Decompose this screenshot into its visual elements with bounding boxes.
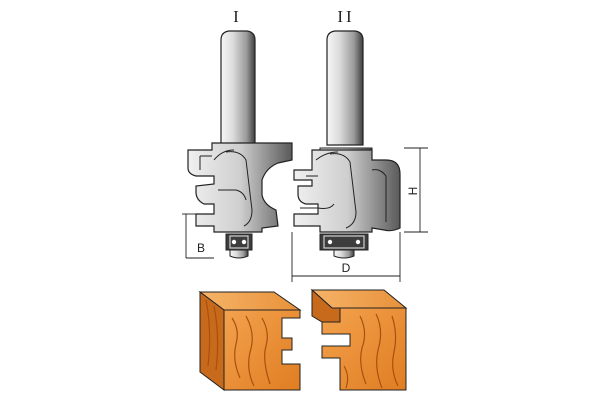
- bit-two-pilot: [333, 249, 355, 259]
- wood-one-grain: [205, 299, 271, 387]
- dimension-h: H: [404, 147, 428, 233]
- bit-one-pilot: [229, 249, 249, 259]
- bit-one-ball: [231, 239, 237, 245]
- wood-one-side-face: [199, 291, 225, 391]
- bit-two-profile-lines: [300, 151, 387, 229]
- bit-one-bearing-ring: [229, 235, 249, 249]
- bit-label-two: II: [337, 7, 354, 26]
- bit-two-bearing: [319, 233, 369, 251]
- router-bit-two: [293, 30, 401, 259]
- dimension-b: B: [182, 213, 214, 259]
- router-bit-one: [187, 30, 293, 259]
- wood-two-grain: [343, 313, 399, 389]
- wood-profile-one: [198, 291, 302, 391]
- bit-two-cutter: [293, 149, 401, 233]
- wood-one-front-face: [223, 309, 301, 391]
- dimension-b-label: B: [197, 241, 205, 255]
- wood-two-step-face: [311, 288, 341, 323]
- dimension-d: D: [291, 232, 401, 282]
- bit-one-shank: [220, 30, 256, 146]
- bit-label-one: I: [233, 7, 239, 26]
- bit-one-ball: [241, 239, 247, 245]
- wood-profile-two: [310, 288, 408, 391]
- dimension-h-label: H: [406, 187, 420, 196]
- bit-one-bearing: [225, 233, 253, 251]
- bit-two-ball: [355, 239, 361, 245]
- dimension-d-label: D: [342, 261, 351, 275]
- bit-two-bearing-ring: [323, 235, 365, 249]
- bit-one-cutter: [187, 142, 293, 233]
- bit-two-shank: [326, 30, 364, 146]
- bit-one-profile-lines: [199, 149, 253, 227]
- bit-two-ball: [327, 239, 333, 245]
